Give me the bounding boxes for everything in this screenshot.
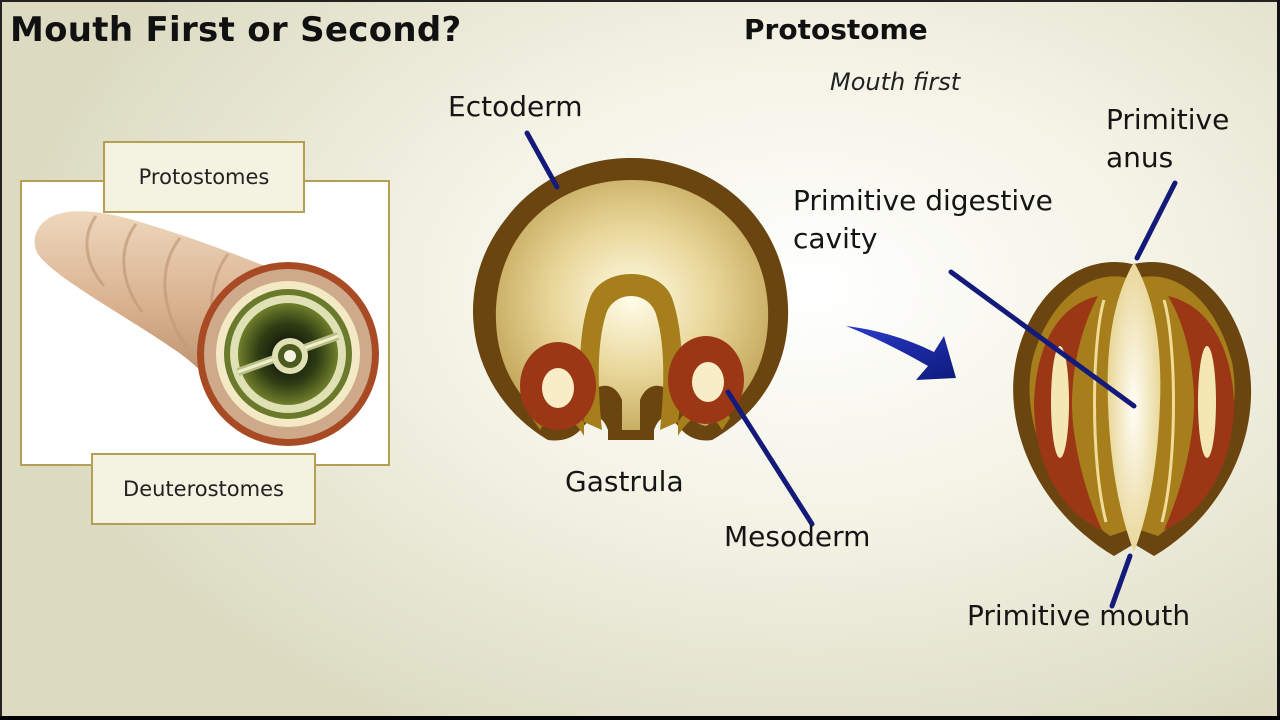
digestive-cavity-label-line1: Primitive digestive: [793, 184, 1053, 217]
slide-caption: Mouth first: [830, 68, 961, 96]
slide-subtitle: Protostome: [744, 13, 928, 46]
embryo-illustration: [1013, 261, 1252, 556]
slide-frame-top: [0, 0, 1280, 2]
transition-arrow: [846, 326, 956, 380]
pointer-primitive-mouth: [1109, 553, 1133, 609]
gastrula-label: Gastrula: [565, 465, 684, 498]
ectoderm-label: Ectoderm: [448, 90, 583, 123]
pointer-mesoderm: [725, 389, 815, 527]
pointer-lines: [524, 130, 1178, 609]
primitive-anus-label-line1: Primitive: [1106, 103, 1230, 136]
pointer-ectoderm: [524, 130, 560, 190]
protostomes-label: Protostomes: [138, 165, 270, 189]
digestive-cavity-label-line2: cavity: [793, 222, 878, 255]
inset-label-box-bottom: Deuterostomes: [91, 453, 316, 525]
worm-illustration: [20, 180, 390, 466]
gastrula-illustration: [472, 158, 789, 441]
deuterostomes-label: Deuterostomes: [123, 477, 284, 501]
slide-frame-bottom: [0, 716, 1280, 720]
pointer-digestive-cavity: [948, 269, 1137, 409]
slide-frame-right: [1277, 0, 1280, 720]
primitive-anus-label-line2: anus: [1106, 141, 1174, 174]
slide-frame-left: [0, 0, 2, 720]
inset-label-box-top: Protostomes: [103, 141, 305, 213]
pointer-primitive-anus: [1134, 180, 1178, 261]
slide-title: Mouth First or Second?: [10, 10, 462, 50]
primitive-mouth-label: Primitive mouth: [967, 599, 1191, 632]
mesoderm-label: Mesoderm: [724, 520, 871, 553]
